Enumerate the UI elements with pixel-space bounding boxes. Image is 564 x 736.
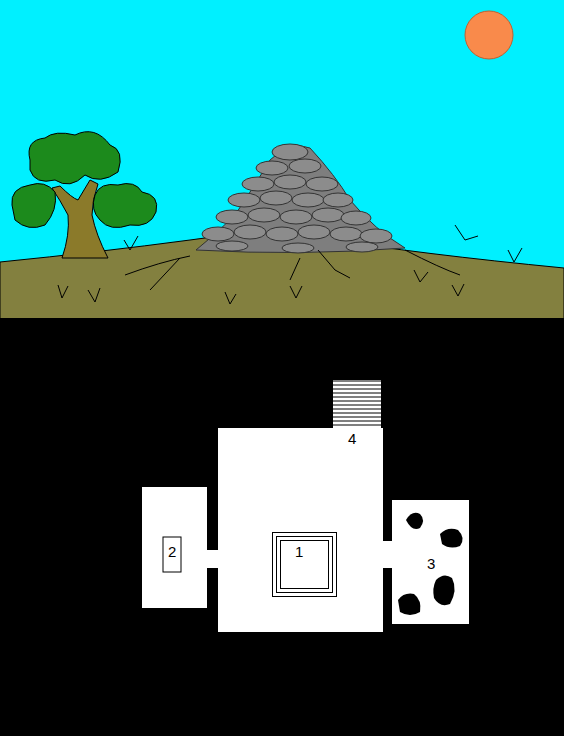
central-altar	[273, 533, 337, 597]
sun	[465, 11, 513, 59]
sarcophagus	[163, 537, 181, 572]
rubble	[398, 513, 463, 615]
tree	[12, 132, 157, 258]
underground	[0, 318, 564, 736]
stone-cairn	[196, 144, 405, 253]
right-passage	[382, 541, 393, 568]
callout-number: 2	[168, 544, 176, 559]
ground-cracks	[58, 225, 522, 304]
right-chamber	[392, 500, 469, 624]
left-chamber	[142, 487, 207, 608]
main-chamber	[218, 428, 383, 632]
left-passage	[206, 550, 219, 568]
callout-number: 3	[427, 556, 435, 571]
stairs	[333, 380, 381, 428]
chamber-plan	[142, 380, 469, 632]
callout-number: 4	[348, 431, 356, 446]
sky	[0, 0, 564, 270]
callout-number: 1	[295, 544, 303, 559]
